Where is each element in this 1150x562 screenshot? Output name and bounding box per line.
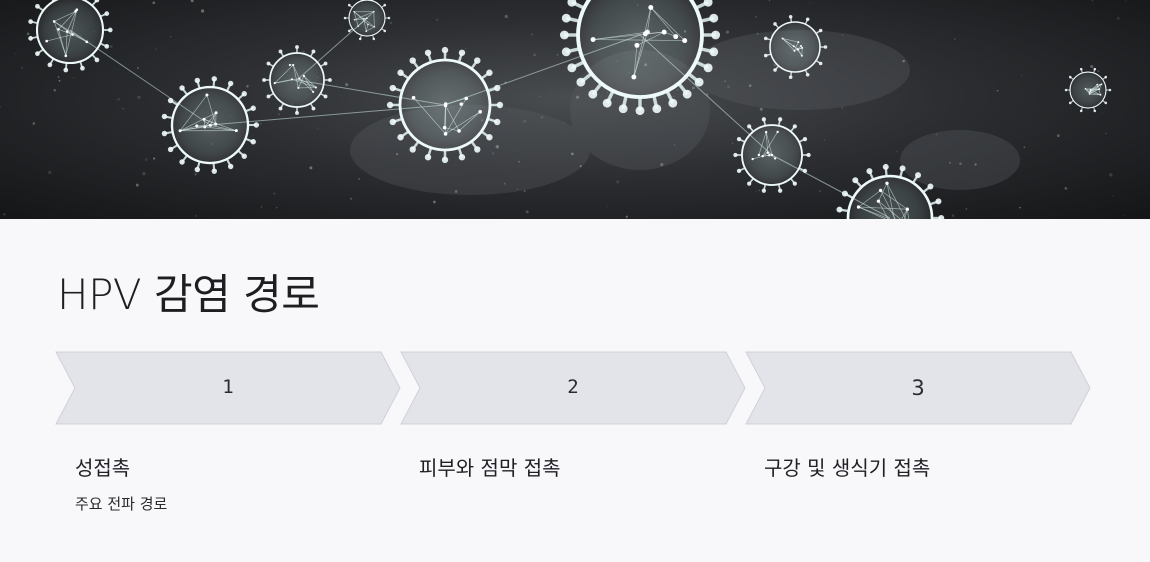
virus-icon (763, 15, 828, 79)
hero-image (0, 0, 1150, 219)
step-2-number: 2 (567, 376, 579, 398)
virus-icon (262, 45, 332, 115)
step-1-sub: 주요 전파 경로 (75, 495, 168, 513)
virus-icon (161, 76, 260, 174)
step-1-number: 1 (222, 376, 234, 398)
page-title: HPV 감염 경로 (57, 270, 320, 319)
step-3-number: 3 (911, 376, 925, 400)
virus-icon (343, 0, 391, 41)
step-2-chevron (400, 351, 746, 425)
step-3-chevron (745, 351, 1091, 425)
virus-icon (733, 117, 811, 193)
step-3-label: 구강 및 생식기 접촉 (764, 456, 931, 480)
virus-icon (386, 46, 504, 164)
virus-icon (28, 0, 113, 73)
step-1-chevron (55, 351, 401, 425)
virus-icon (836, 163, 945, 219)
step-2-label: 피부와 점막 접촉 (419, 456, 561, 480)
step-1-label: 성접촉 (75, 456, 131, 480)
virus-network-illustration (0, 0, 1127, 219)
virus-icon (559, 0, 721, 116)
virus-icon (1064, 67, 1112, 113)
